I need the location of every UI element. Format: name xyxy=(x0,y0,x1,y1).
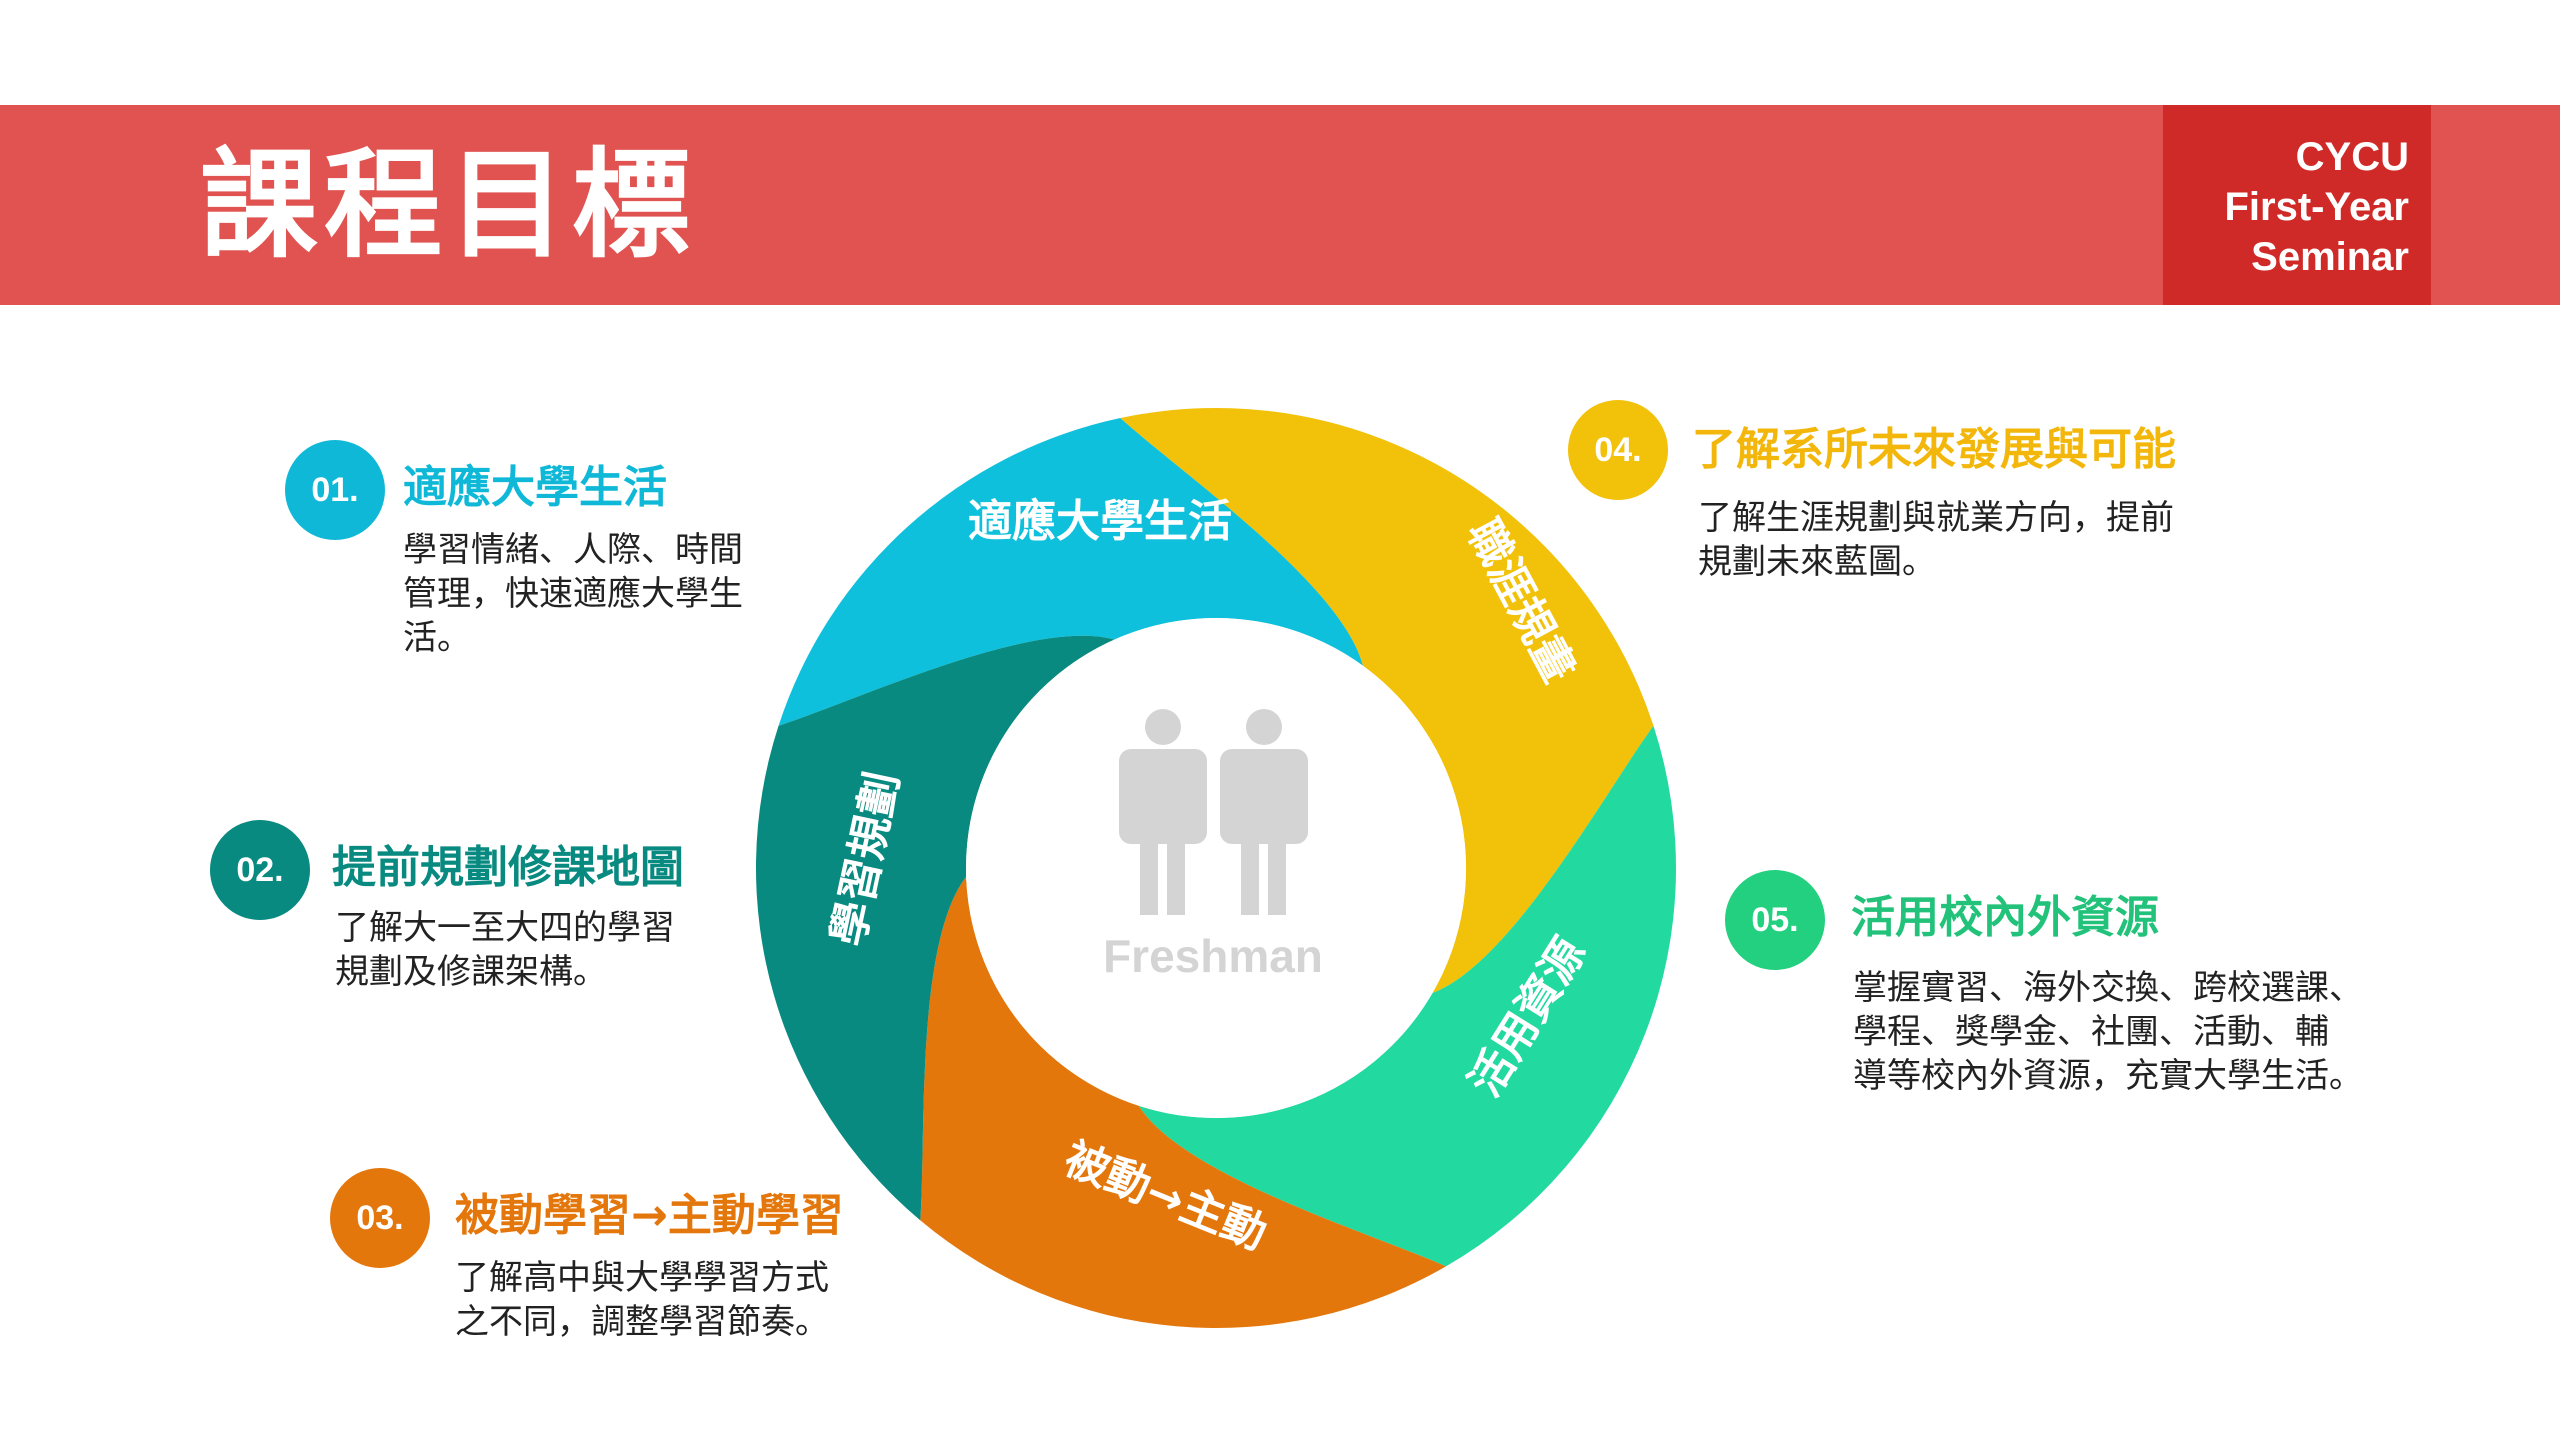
segment-career xyxy=(1120,407,1654,993)
goal-title: 活用校內外資源 xyxy=(1851,892,2159,943)
goal-title: 被動學習→主動學習 xyxy=(455,1190,844,1241)
goal-number-badge: 04. xyxy=(1568,400,1668,500)
goal-title: 提前規劃修課地圖 xyxy=(332,842,684,893)
description-line: 規劃及修課架構。 xyxy=(335,952,607,992)
description-line: 導等校內外資源，充實大學生活。 xyxy=(1853,1056,2363,1096)
goal-number-badge: 03. xyxy=(330,1168,430,1268)
segment-active xyxy=(920,876,1446,1329)
goal-number-badge: 01. xyxy=(285,440,385,540)
goal-description: 了解高中與大學學習方式 之不同，調整學習節奏。 xyxy=(455,1256,829,1344)
goal-description: 了解大一至大四的學習 規劃及修課架構。 xyxy=(335,906,675,994)
segment-resources xyxy=(1138,725,1676,1267)
brand-line-3: Seminar xyxy=(2251,235,2409,279)
description-line: 學程、獎學金、社團、活動、輔 xyxy=(1853,1012,2329,1052)
goal-number-badge: 02. xyxy=(210,820,310,920)
center-disc xyxy=(966,618,1466,1118)
goal-description: 學習情緒、人際、時間 管理，快速適應大學生 活。 xyxy=(403,528,743,660)
description-line: 之不同，調整學習節奏。 xyxy=(455,1302,829,1342)
header-bar: 課程目標 CYCU First-Year Seminar xyxy=(0,105,2560,305)
description-line: 管理，快速適應大學生 xyxy=(403,574,743,614)
goal-description: 掌握實習、海外交換、跨校選課、 學程、獎學金、社團、活動、輔 導等校內外資源，充… xyxy=(1853,966,2363,1098)
page-title: 課程目標 xyxy=(200,136,697,274)
brand-line-1: CYCU xyxy=(2295,135,2409,179)
segment-label-adapt: 適應大學生活 xyxy=(968,496,1232,547)
description-line: 規劃未來藍圖。 xyxy=(1698,542,1936,582)
description-line: 活。 xyxy=(403,618,471,658)
goal-title: 適應大學生活 xyxy=(403,462,667,513)
goal-number-badge: 05. xyxy=(1725,870,1825,970)
segment-learning xyxy=(755,635,1115,1221)
two-people-icon xyxy=(1119,709,1308,915)
brand-line-2: First-Year xyxy=(2224,185,2409,229)
description-line: 掌握實習、海外交換、跨校選課、 xyxy=(1853,968,2363,1008)
description-line: 了解大一至大四的學習 xyxy=(335,908,675,948)
goal-title: 了解系所未來發展與可能 xyxy=(1692,424,2176,475)
goal-description: 了解生涯規劃與就業方向，提前 規劃未來藍圖。 xyxy=(1698,496,2174,584)
segment-adapt xyxy=(778,418,1363,726)
brand-badge: CYCU First-Year Seminar xyxy=(2163,105,2431,305)
description-line: 了解生涯規劃與就業方向，提前 xyxy=(1698,498,2174,538)
center-label: Freshman xyxy=(1103,930,1323,982)
ring-segments xyxy=(755,407,1676,1329)
description-line: 了解高中與大學學習方式 xyxy=(455,1258,829,1298)
description-line: 學習情緒、人際、時間 xyxy=(403,530,743,570)
